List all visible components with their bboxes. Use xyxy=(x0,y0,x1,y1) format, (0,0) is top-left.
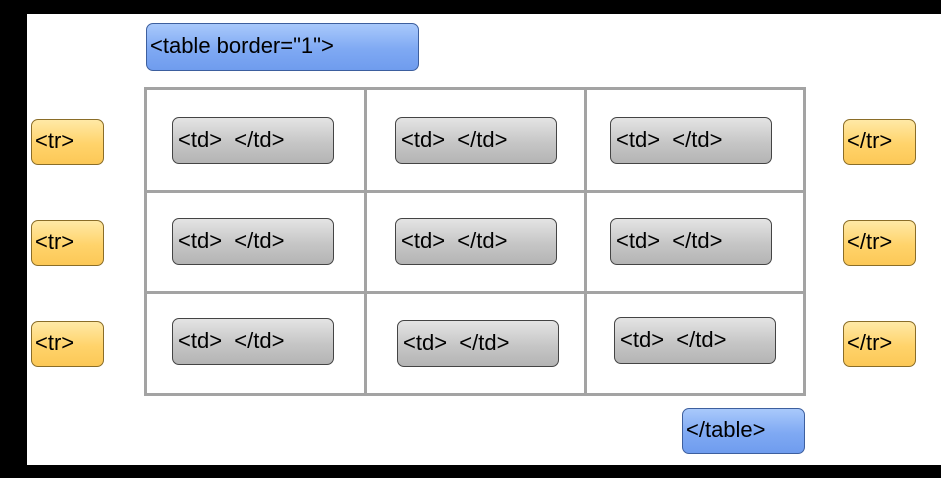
row-3-cell-3: <td> </td> xyxy=(614,317,776,364)
grid-row-divider xyxy=(147,291,803,294)
grid-column-divider xyxy=(364,90,367,393)
row-1-cell-2: <td> </td> xyxy=(395,117,557,164)
table-grid xyxy=(144,87,806,396)
row-2-cell-1: <td> </td> xyxy=(172,218,334,265)
diagram-canvas: <table border="1"> <tr> <td> </td> <td> … xyxy=(27,14,941,465)
row-2-open-tag: <tr> xyxy=(31,220,104,266)
grid-row-divider xyxy=(147,190,803,193)
row-2-cell-2: <td> </td> xyxy=(395,218,557,265)
row-1-open-tag: <tr> xyxy=(31,119,104,165)
row-3-cell-2: <td> </td> xyxy=(397,320,559,367)
row-1-close-tag: </tr> xyxy=(843,119,916,165)
row-3-cell-1: <td> </td> xyxy=(172,318,334,365)
table-close-tag: </table> xyxy=(682,408,805,454)
table-open-tag: <table border="1"> xyxy=(146,23,419,71)
grid-column-divider xyxy=(584,90,587,393)
row-1-cell-1: <td> </td> xyxy=(172,117,334,164)
row-2-cell-3: <td> </td> xyxy=(610,218,772,265)
row-1-cell-3: <td> </td> xyxy=(610,117,772,164)
row-3-close-tag: </tr> xyxy=(843,321,916,367)
row-3-open-tag: <tr> xyxy=(31,321,104,367)
row-2-close-tag: </tr> xyxy=(843,220,916,266)
